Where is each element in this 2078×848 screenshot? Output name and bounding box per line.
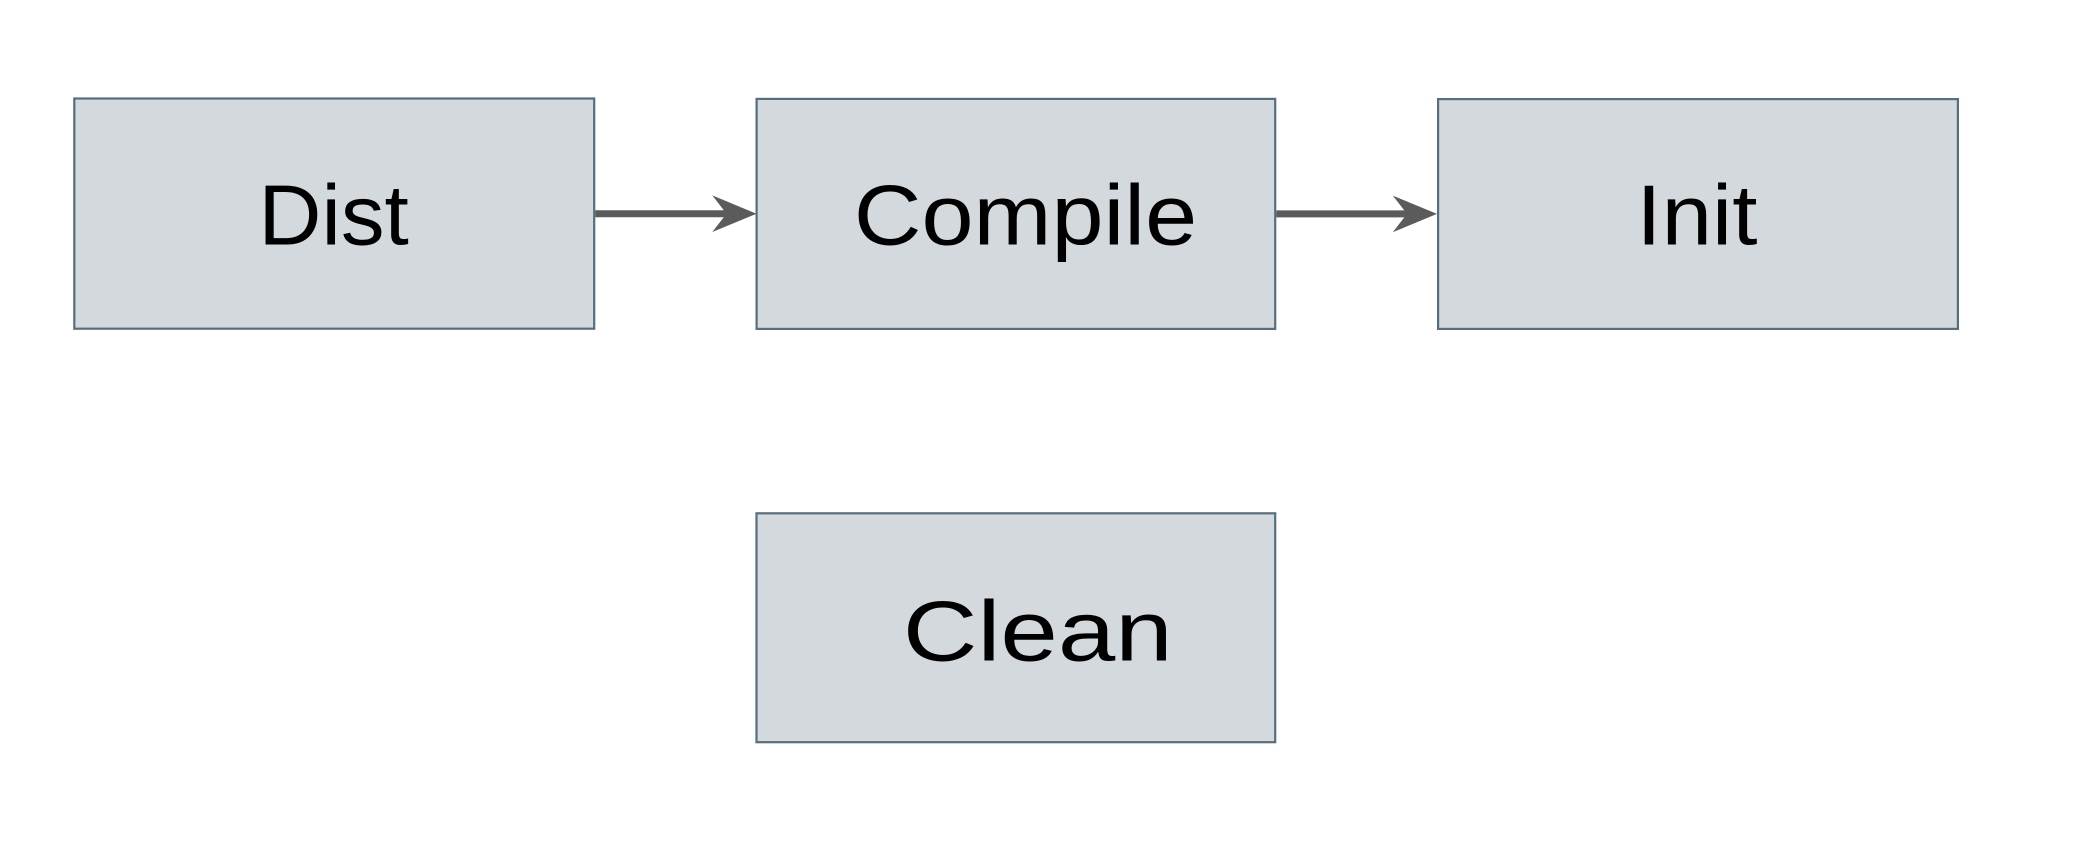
svg-text:Dist: Dist xyxy=(258,169,409,264)
svg-text:Clean: Clean xyxy=(903,584,1173,679)
svg-text:Compile: Compile xyxy=(854,167,1197,262)
svg-text:Init: Init xyxy=(1636,167,1757,263)
